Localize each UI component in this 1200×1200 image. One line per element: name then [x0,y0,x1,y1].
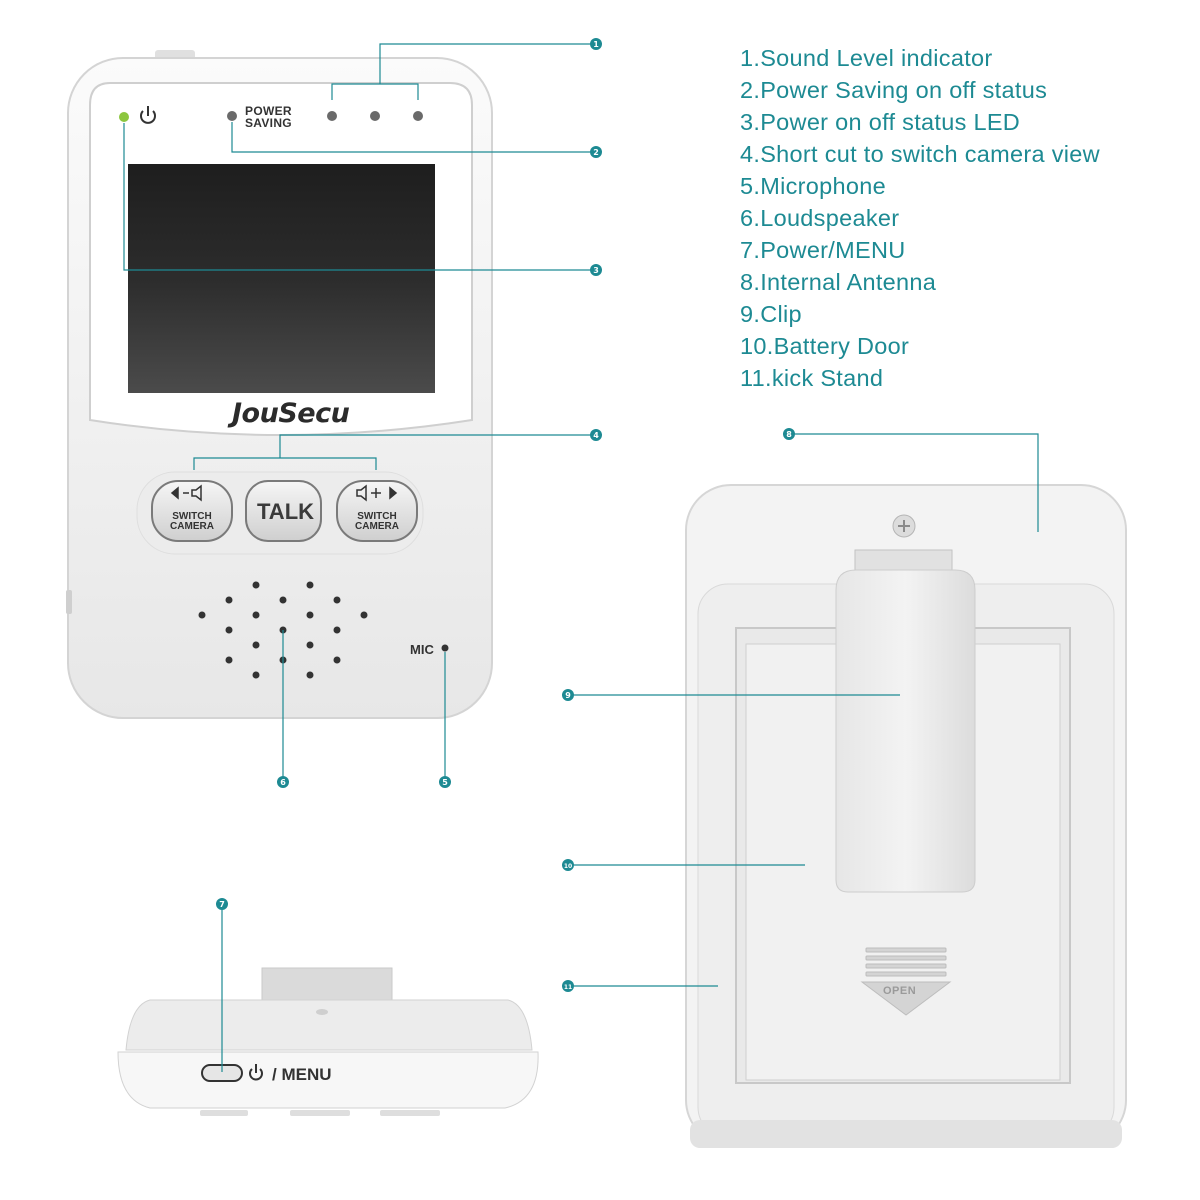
power-saving-label: POWER SAVING [245,105,292,129]
legend-item: 11.kick Stand [740,362,1100,394]
lcd-screen [128,164,435,393]
feature-legend: 1.Sound Level indicator 2.Power Saving o… [740,42,1100,394]
callout-5: 5 [439,776,451,788]
legend-item: 1.Sound Level indicator [740,42,1100,74]
legend-item: 9.Clip [740,298,1100,330]
svg-text:10: 10 [564,863,572,870]
side-port [66,590,72,614]
legend-item: 8.Internal Antenna [740,266,1100,298]
sound-led-1 [327,111,337,121]
legend-item: 7.Power/MENU [740,234,1100,266]
callout-3: 3 [590,264,602,276]
svg-text:1: 1 [593,40,599,49]
legend-item: 3.Power on off status LED [740,106,1100,138]
switch-camera-right-label: SWITCH CAMERA [347,512,407,532]
brand-logo: JouSecu [232,398,349,429]
sound-led-3 [413,111,423,121]
callout-7: 7 [216,898,228,910]
callout-10: 10 [562,859,574,871]
svg-text:9: 9 [565,691,571,700]
belt-clip [836,570,975,892]
callout-1: 1 [590,38,602,50]
bottom-foot-3 [380,1110,440,1116]
front-device [66,50,492,718]
kick-stand [690,1120,1122,1148]
svg-text:11: 11 [564,984,572,991]
legend-item: 6.Loudspeaker [740,202,1100,234]
callout-4: 4 [590,429,602,441]
callout-11: 11 [562,980,574,992]
legend-item: 10.Battery Door [740,330,1100,362]
callout-6: 6 [277,776,289,788]
back-device [686,485,1126,1148]
legend-item: 4.Short cut to switch camera view [740,138,1100,170]
mic-label: MIC [410,642,434,657]
svg-text:5: 5 [442,778,448,787]
svg-text:8: 8 [786,430,792,439]
bottom-device [118,968,538,1116]
bottom-foot-1 [200,1110,248,1116]
legend-item: 2.Power Saving on off status [740,74,1100,106]
callout-9: 9 [562,689,574,701]
microphone-hole [442,645,449,652]
callout-8: 8 [783,428,795,440]
sound-led-2 [370,111,380,121]
svg-text:7: 7 [219,900,225,909]
svg-text:2: 2 [593,148,599,157]
svg-text:4: 4 [593,431,599,440]
bottom-foot-2 [290,1110,350,1116]
power-saving-led [227,111,237,121]
switch-camera-left-label: SWITCH CAMERA [162,512,222,532]
svg-text:6: 6 [280,778,286,787]
menu-label: / MENU [272,1065,332,1085]
callout-2: 2 [590,146,602,158]
power-led [119,112,129,122]
bottom-screw [316,1009,328,1015]
legend-item: 5.Microphone [740,170,1100,202]
talk-label: TALK [257,499,314,525]
bottom-top-surface [126,1000,532,1050]
open-label: OPEN [883,985,916,997]
svg-text:3: 3 [593,266,599,275]
